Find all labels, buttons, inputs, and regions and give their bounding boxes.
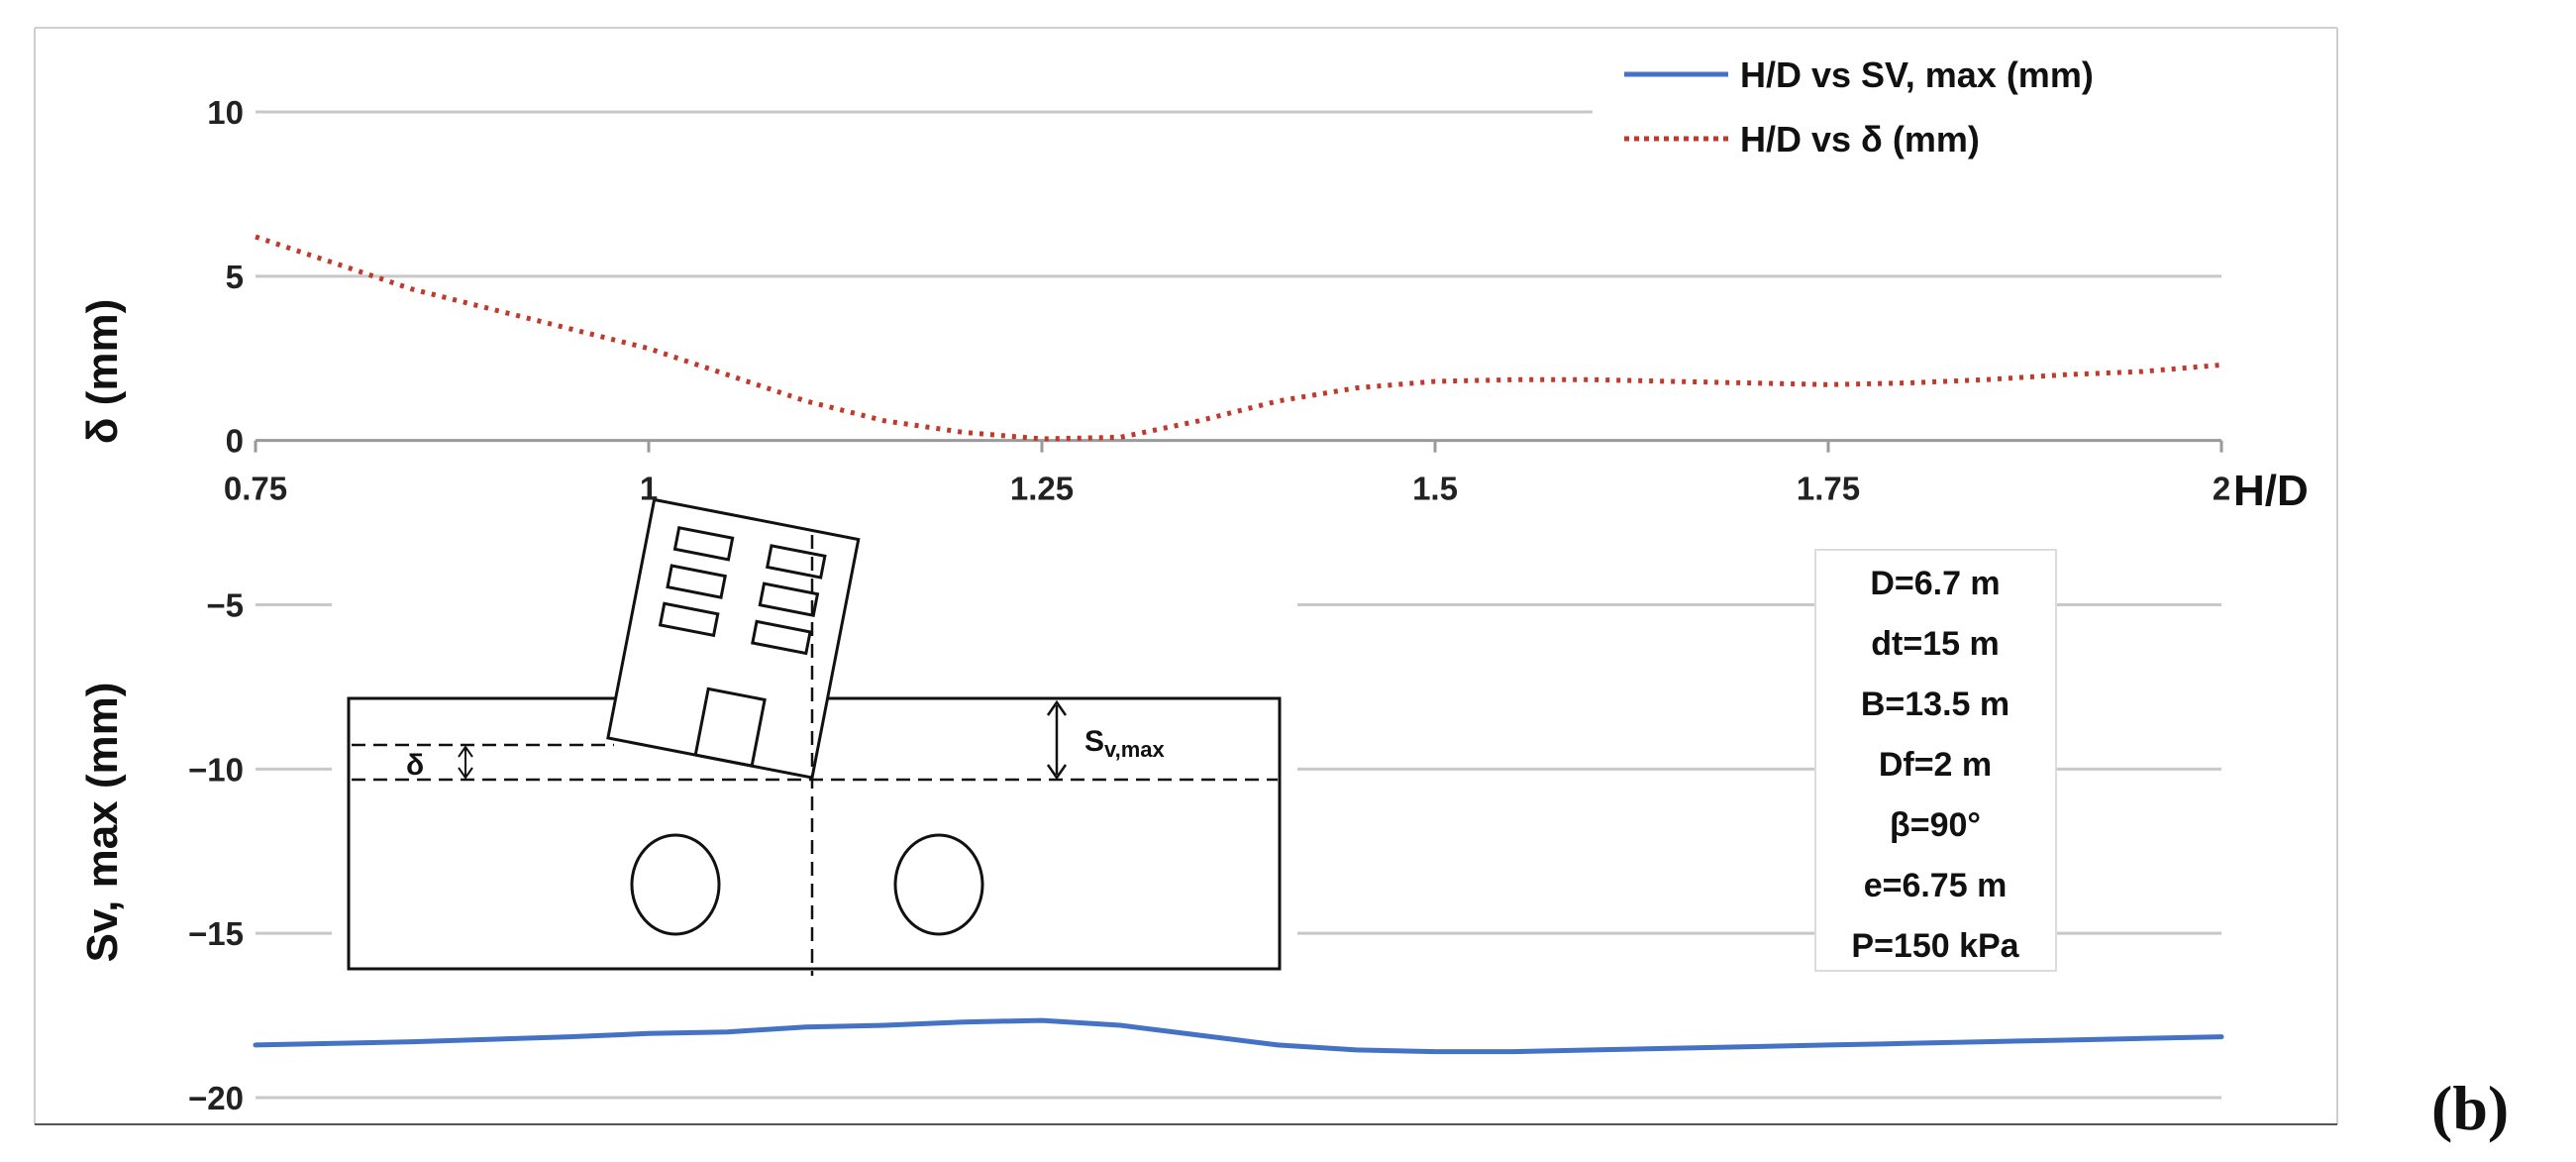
panel-label: (b): [2431, 1073, 2509, 1143]
series-line-1: [255, 234, 2222, 442]
building-door: [693, 687, 767, 768]
x-tick-label: 1: [640, 471, 658, 507]
delta-label: δ: [406, 749, 424, 782]
sv-label-main: S: [1084, 725, 1104, 758]
building-window: [758, 581, 820, 617]
parameter-box-frame: [1814, 549, 2057, 972]
parameter-line: Df=2 m: [1879, 746, 1992, 784]
building-window: [751, 619, 812, 656]
y-tick-label: −15: [188, 915, 244, 952]
x-axis-title: H/D: [2233, 467, 2309, 515]
x-tick-label: 1.25: [1010, 471, 1074, 507]
y-axis-title-sv: Sv, max (mm): [78, 683, 127, 963]
parameter-line: β=90°: [1890, 806, 1981, 844]
tunnel-left: [630, 833, 721, 936]
building-window: [672, 525, 735, 562]
y-tick-label: 0: [226, 423, 244, 460]
sv-arrowhead-bottom: [1046, 764, 1068, 781]
legend-label-sv: H/D vs SV, max (mm): [1740, 54, 2094, 95]
tunnel-right: [893, 833, 984, 936]
parameter-line: P=150 kPa: [1851, 927, 2019, 965]
x-tick-label: 1.5: [1412, 471, 1458, 507]
building-window: [666, 564, 727, 599]
legend: H/D vs SV, max (mm) H/D vs δ (mm): [1624, 54, 2094, 159]
y-tick-label: 10: [207, 94, 244, 131]
parameter-box: D=6.7 m dt=15 m B=13.5 m Df=2 m β=90° e=6.75 …: [1814, 549, 2057, 972]
y-axis-title-delta: δ (mm): [78, 299, 127, 444]
y-tick-label: −5: [206, 587, 244, 624]
y-tick-labels: 10 5 0 −5 −10 −15 −20: [188, 94, 244, 1116]
parameter-line: D=6.7 m: [1870, 565, 2000, 602]
parameter-line: B=13.5 m: [1861, 686, 2009, 723]
parameter-line: e=6.75 m: [1864, 867, 2008, 904]
x-tick-label: 1.75: [1797, 471, 1860, 507]
y-tick-label: −10: [188, 751, 244, 788]
parameter-line: dt=15 m: [1871, 625, 1999, 663]
delta-arrowhead-bottom: [458, 767, 473, 780]
series-line-0: [253, 1017, 2224, 1055]
y-tick-label: 5: [226, 259, 244, 295]
tilted-building: [606, 497, 861, 780]
series-layer: [253, 234, 2224, 1055]
x-tick-label: 0.75: [224, 471, 287, 507]
building-window: [765, 544, 827, 580]
sv-arrowhead-top: [1046, 699, 1068, 716]
sv-label: Sv,max: [1084, 725, 1166, 762]
y-tick-label: −20: [188, 1080, 244, 1116]
legend-label-delta: H/D vs δ (mm): [1740, 119, 1980, 159]
sv-label-sub: v,max: [1104, 737, 1166, 762]
building-window: [658, 601, 720, 638]
x-tick-label: 2: [2213, 471, 2230, 507]
tunnel-building-sketch: δ Sv,max: [332, 497, 1297, 986]
x-tick-labels: 0.75 1 1.25 1.5 1.75 2: [224, 471, 2230, 507]
delta-arrowhead-top: [458, 745, 473, 758]
